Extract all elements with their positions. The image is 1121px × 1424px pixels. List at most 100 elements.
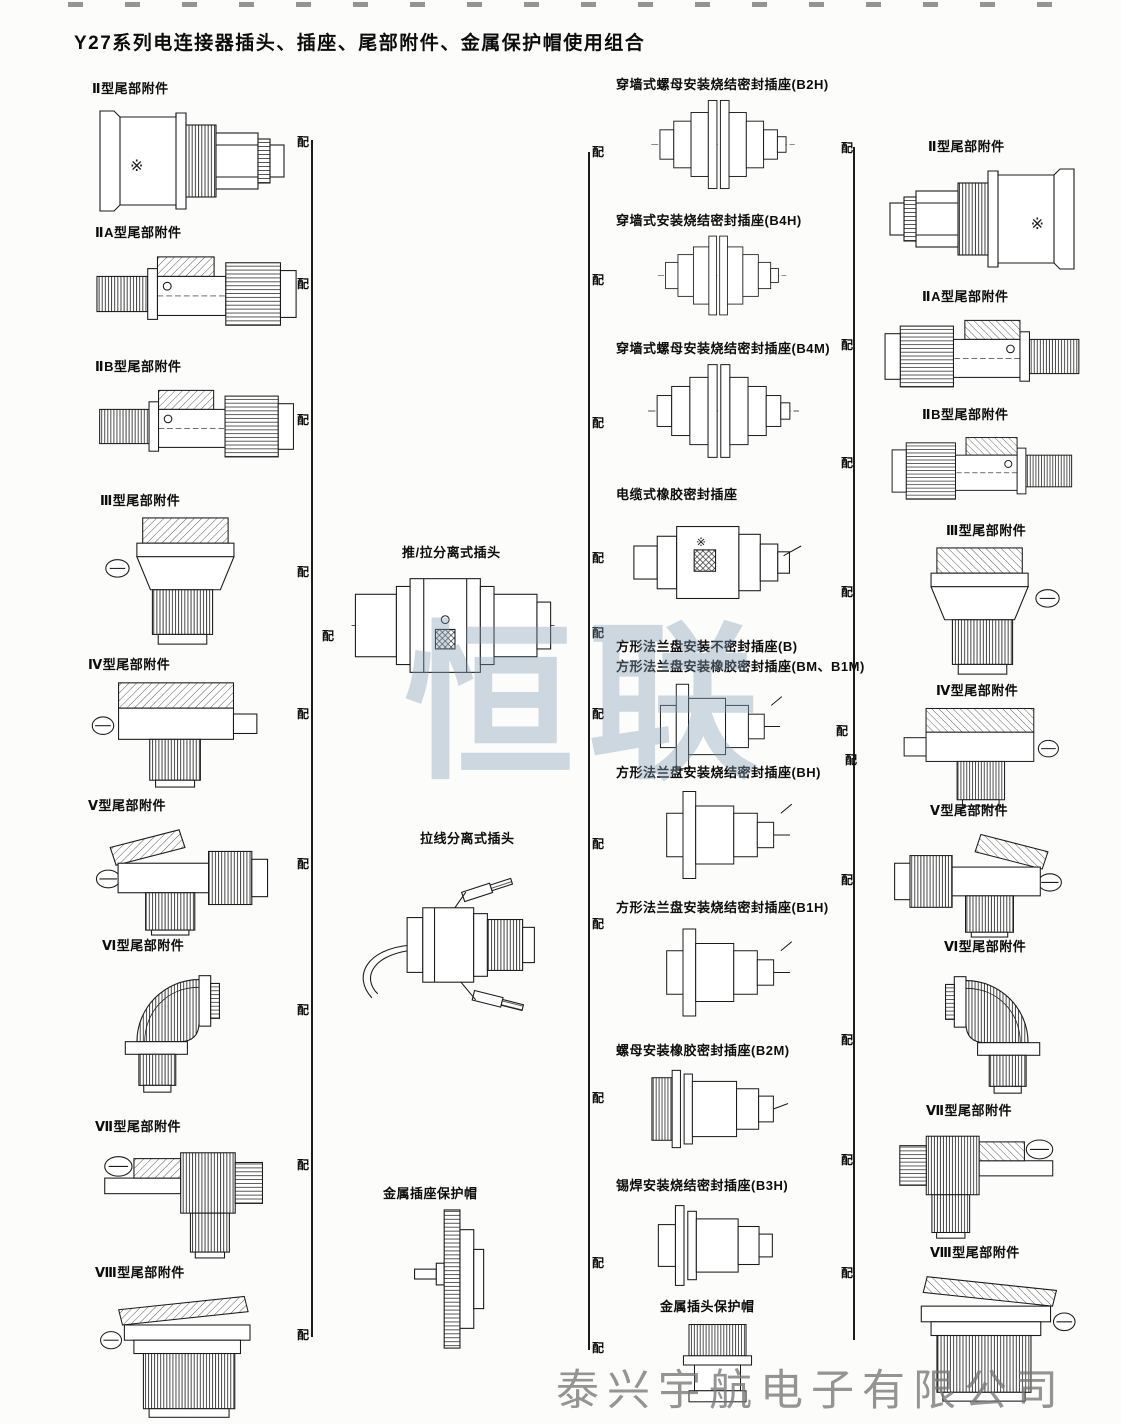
nut-mount-socket-drawing [640,1063,800,1155]
type-iib-backshell-drawing [876,427,1086,515]
type-viii-backshell-drawing [95,1285,287,1423]
match-marker: 配 [297,857,310,871]
match-marker: 配 [841,338,854,352]
right-accessory-iv: Ⅳ型尾部附件 [890,680,1068,808]
match-marker: 配 [297,413,310,427]
connect-line-left [311,140,313,1337]
socket-label: 螺母安装橡胶密封插座(B2M) [616,1043,790,1058]
socket-label-2: 方形法兰盘安装橡胶密封插座(BM、B1M) [616,659,865,674]
match-marker: 配 [592,273,605,287]
socket-b2m: 螺母安装橡胶密封插座(B2M) [616,1040,800,1155]
accessory-label: Ⅷ型尾部附件 [930,1245,1020,1260]
plug-protective-cap: 金属插头保护帽 [660,1296,775,1411]
plug-label: 拉线分离式插头 [420,831,515,846]
match-marker: 配 [297,135,310,149]
match-marker: 配 [592,707,605,721]
type-vi-elbow-backshell-drawing [898,959,1063,1105]
match-marker: 配 [592,626,605,640]
socket-label: 穿墙式安装烧结密封插座(B4H) [616,213,802,228]
accessory-label: Ⅳ型尾部附件 [936,683,1019,698]
accessory-label: Ⅴ型尾部附件 [88,798,167,813]
accessory-label: Ⅱ型尾部附件 [92,81,169,96]
type-iii-backshell-drawing [900,543,1065,681]
push-pull-plug: 推/拉分离式插头 [348,542,560,687]
accessory-label: Ⅱ型尾部附件 [928,139,1005,154]
socket-label: 电缆式橡胶密封插座 [616,487,738,502]
socket-label: 方形法兰盘安装烧结密封插座(BH) [616,765,821,780]
type-iia-backshell-drawing [876,309,1086,404]
accessory-label: Ⅲ型尾部附件 [946,523,1027,538]
accessory-label: Ⅳ型尾部附件 [88,657,171,672]
socket-bh: 方形法兰盘安装烧结密封插座(BH) [616,762,821,885]
wall-mount-socket-drawing [648,97,798,192]
match-marker: 配 [297,1328,310,1342]
match-marker: 配 [841,1266,854,1280]
left-accessory-iii: Ⅲ型尾部附件 [100,490,265,651]
type-vi-elbow-backshell-drawing [102,958,267,1104]
right-accessory-iib: ⅡB型尾部附件 [876,404,1086,515]
left-accessory-iv: Ⅳ型尾部附件 [88,654,266,789]
type-iia-backshell-drawing [95,245,300,343]
left-accessory-vi: Ⅵ型尾部附件 [102,935,267,1104]
match-marker: 配 [841,456,854,470]
socket-label: 穿墙式螺母安装烧结密封插座(B4M) [616,341,831,356]
match-marker: 配 [592,416,605,430]
match-marker: 配 [592,551,605,565]
left-accessory-v: Ⅴ型尾部附件 [88,795,276,936]
type-ii-backshell-drawing [882,159,1082,279]
match-marker: 配 [841,1153,854,1167]
left-accessory-iib: ⅡB型尾部附件 [95,356,300,474]
right-accessory-iii: Ⅲ型尾部附件 [900,520,1065,681]
type-v-backshell-drawing [884,823,1072,938]
page-title: Y27系列电连接器插头、插座、尾部附件、金属保护帽使用组合 [74,33,646,54]
accessory-label: ⅡA型尾部附件 [922,289,1009,304]
match-marker: 配 [322,629,335,643]
accessory-label: Ⅷ型尾部附件 [95,1265,185,1280]
push-pull-plug-drawing [348,565,560,687]
flange-socket-drawing [636,679,801,774]
match-marker: 配 [297,707,310,721]
right-accessory-vii: Ⅶ型尾部附件 [880,1100,1065,1241]
accessory-label: ⅡB型尾部附件 [95,359,182,374]
socket-b2h: 穿墙式螺母安装烧结密封插座(B2H) [616,74,829,192]
match-marker: 配 [841,873,854,887]
lanyard-plug: 拉线分离式插头 [345,828,573,1037]
match-marker: 配 [836,724,849,738]
accessory-label: Ⅲ型尾部附件 [100,493,181,508]
solder-mount-socket-drawing [648,1198,796,1293]
type-vii-backshell-drawing [880,1123,1065,1241]
type-iib-backshell-drawing [95,379,300,474]
flange-socket-drawing [654,785,799,885]
match-marker: 配 [592,1091,605,1105]
socket-label: 锡焊安装烧结密封插座(B3H) [616,1178,789,1193]
socket-label: 穿墙式螺母安装烧结密封插座(B2H) [616,77,829,92]
left-accessory-vii: Ⅶ型尾部附件 [95,1116,280,1261]
match-marker: 配 [297,277,310,291]
flange-socket-drawing [654,920,799,1025]
match-marker: 配 [592,145,605,159]
match-marker: 配 [841,141,854,155]
right-accessory-v: Ⅴ型尾部附件 [884,800,1072,938]
accessory-label: Ⅵ型尾部附件 [102,938,185,953]
accessory-label: Ⅴ型尾部附件 [930,803,1009,818]
match-marker: 配 [845,753,858,767]
match-marker: 配 [841,585,854,599]
right-accessory-viii: Ⅷ型尾部附件 [884,1242,1080,1407]
left-accessory-viii: Ⅷ型尾部附件 [95,1262,287,1423]
socket-b3h: 锡焊安装烧结密封插座(B3H) [616,1175,796,1293]
right-accessory-ii: Ⅱ型尾部附件 [882,136,1082,279]
socket-protective-cap: 金属插座保护帽 [383,1183,503,1354]
match-marker: 配 [592,1256,605,1270]
connect-line-right [853,147,855,1340]
accessory-label: ⅡA型尾部附件 [95,225,182,240]
type-vii-backshell-drawing [95,1139,280,1261]
type-iii-backshell-drawing [100,513,265,651]
match-marker: 配 [297,1003,310,1017]
match-marker: 配 [592,837,605,851]
socket-b4h: 穿墙式安装烧结密封插座(B4H) [616,210,802,318]
match-marker: 配 [592,917,605,931]
socket-protective-cap-drawing [411,1206,503,1354]
socket-cable: 电缆式橡胶密封插座 [616,484,805,619]
match-marker: 配 [297,1158,310,1172]
